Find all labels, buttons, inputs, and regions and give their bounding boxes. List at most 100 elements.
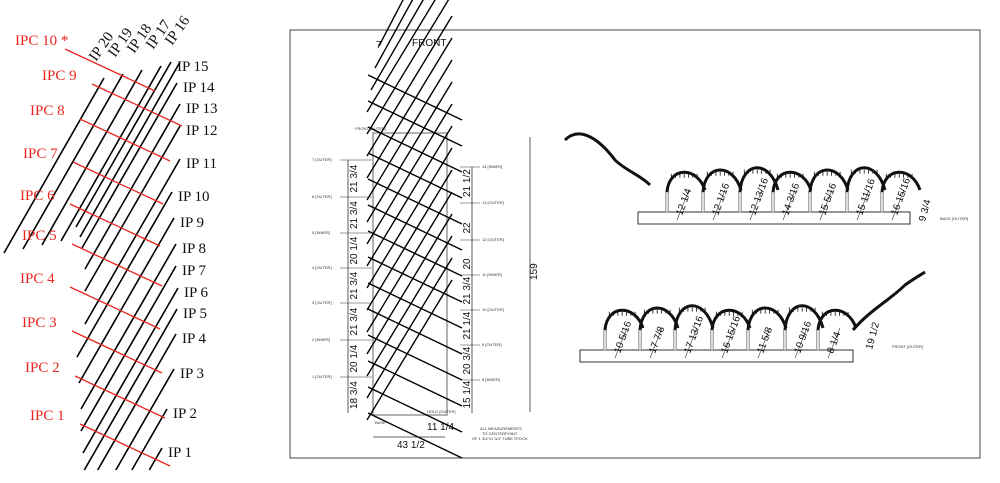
base-tube: [579, 349, 854, 363]
note-line-3: OF 1 3/4"x1 3/4" TUBE STOCK: [472, 436, 528, 441]
ip-line: [76, 191, 173, 358]
arc-segment: [808, 168, 850, 193]
front-view-post: [370, 0, 424, 91]
ipc-label-2: IPC 2: [25, 360, 60, 376]
left-marker: 2 [INNER]: [312, 337, 330, 342]
ip-line: [79, 61, 181, 238]
ip-line: [3, 77, 105, 254]
front-view-post: [366, 169, 453, 311]
post: [673, 329, 677, 351]
front-view-drawing: FRONT 7 159 43 1/2 11 1/4 BASE FRONT [OU…: [312, 0, 540, 459]
arc-segment: [845, 166, 887, 193]
front-view-post: [366, 235, 453, 377]
ip-line: [22, 73, 124, 250]
ip-line: [60, 65, 162, 242]
post: [603, 329, 607, 351]
right-marker: 13 [OUTER]: [482, 200, 504, 205]
ip-line: [78, 217, 175, 384]
ip-line: [81, 82, 178, 249]
segment-dim: 19 1/2: [864, 321, 882, 351]
front-view-post: [366, 279, 453, 421]
ip-line: [84, 103, 181, 270]
base-frame-rect: [372, 132, 448, 416]
ip-label-8: IP 8: [182, 241, 206, 257]
left-marker: 5 [INNER]: [312, 230, 330, 235]
post: [701, 191, 705, 213]
post: [710, 329, 714, 351]
right-dim: 21 1/4: [462, 311, 473, 339]
arc-segment: [701, 168, 743, 193]
ip-label-1: IP 1: [168, 445, 192, 461]
segment-dim: 16 15/16: [719, 314, 743, 355]
front-view-post: [366, 0, 436, 113]
ip-lattice-diagram: [3, 48, 183, 471]
left-dim: 21 3/4: [349, 271, 360, 299]
front-view-post: [366, 257, 453, 399]
ipc-label-3: IPC 3: [22, 315, 57, 331]
front-view-title: FRONT: [412, 38, 446, 49]
post: [880, 191, 884, 213]
left-dim: 21 3/4: [349, 307, 360, 335]
arc-segment: [710, 308, 752, 331]
ip-labels: IP 1IP 2IP 3IP 4IP 5IP 6IP 7IP 8IP 9IP 1…: [15, 13, 218, 461]
hold-marker: HOLD [OUTER]: [427, 409, 455, 414]
post: [746, 329, 750, 351]
right-dim: 22: [462, 222, 473, 234]
ip-line: [83, 308, 178, 471]
offset-dim: 11 1/4: [427, 422, 454, 433]
left-dim: 18 3/4: [349, 381, 360, 409]
height-dim: 159: [529, 263, 540, 280]
front-view-crossbar: [367, 334, 463, 381]
ip-label-6: IP 6: [184, 285, 209, 301]
front-view-post: [378, 0, 404, 47]
ip-line: [80, 243, 177, 410]
arc-segment: [880, 170, 922, 193]
ip-label-2: IP 2: [173, 406, 197, 422]
front-view-crossbar: [367, 74, 463, 121]
segment-dim: 16 15/16: [889, 176, 913, 217]
ip-label-9: IP 9: [180, 215, 204, 231]
right-dim: 21 1/2: [462, 169, 473, 197]
ip-label-14: IP 14: [183, 80, 215, 96]
left-dim: 20 1/4: [349, 344, 360, 372]
ip-label-15: IP 15: [177, 59, 209, 75]
ipc-line: [79, 118, 171, 162]
left-marker: 7 [OUTER]: [312, 157, 332, 162]
front-view-crossbar: [367, 308, 463, 355]
segment-dim: 17 13/16: [682, 314, 706, 355]
ipc-line: [72, 161, 164, 205]
left-marker: 3 [OUTER]: [312, 300, 332, 305]
front-view-post: [366, 103, 453, 245]
front-view-post: [366, 81, 453, 223]
front-view-post: [366, 147, 453, 289]
ipc-label-4: IPC 4: [20, 271, 55, 287]
arc-segment: [816, 308, 858, 331]
right-marker: 11 [INNER]: [482, 272, 502, 277]
segment-dim: 15 11/16: [854, 177, 878, 217]
ip-line: [84, 158, 181, 325]
front-view-crossbar: [367, 386, 463, 433]
post: [783, 329, 787, 351]
right-dim: 21 3/4: [462, 276, 473, 304]
front-view-post: [366, 0, 450, 135]
ip-label-12: IP 12: [186, 123, 218, 139]
ipc-line: [64, 48, 156, 92]
front-view-post: [366, 213, 453, 355]
front-view-crossbar: [367, 126, 463, 173]
front-view-crossbar: [367, 152, 463, 199]
ip-label-11: IP 11: [186, 156, 217, 172]
ip-label-13: IP 13: [186, 101, 218, 117]
front-view-crossbar: [367, 100, 463, 147]
note-line-1: ALL MEASUREMENTS: [480, 426, 522, 431]
post: [738, 191, 742, 213]
front-marker: FRONT [OUTER]: [892, 344, 923, 349]
ipc-label-6: IPC 6: [20, 188, 55, 204]
right-dim: 20: [462, 258, 473, 270]
right-marker: 14 [INNER]: [482, 164, 502, 169]
ip-line: [97, 333, 177, 471]
right-dim: 15 1/4: [462, 380, 473, 408]
arc-segment: [771, 170, 813, 193]
